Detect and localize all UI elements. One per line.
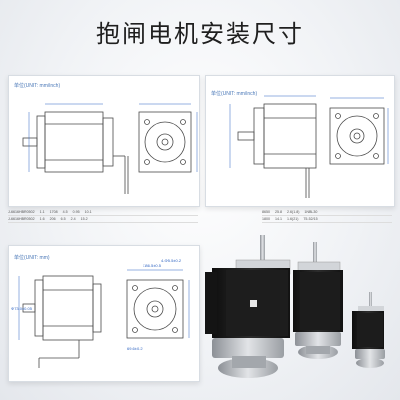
drawing-2-svg <box>229 95 389 198</box>
table-row: J-6616HBR0502 1.1 1708 4.5 0.95 10.1 <box>8 209 198 216</box>
drawing-panel-1: 单位(UNIT: mm/inch) <box>8 75 200 207</box>
drawing-panel-3: 单位(UNIT: mm) □86.5±0.5 <box>8 245 200 382</box>
dimension-label: □86.5±0.5 <box>143 263 162 268</box>
unit-label: 单位(UNIT: mm/inch) <box>211 91 258 97</box>
spec-table-left: J-6616HBR0502 1.1 1708 4.5 0.95 10.1 J-6… <box>8 209 198 223</box>
dimension-label: 69.6±0.2 <box>127 346 143 351</box>
unit-label: 单位(UNIT: mm/inch) <box>14 83 61 89</box>
drawing-3-svg: □86.5±0.5 69.6±0.2 4-Φ5.5±0.2 Φ73.0±0.05 <box>11 258 190 368</box>
page-title: 抱闸电机安装尺寸 <box>96 20 304 48</box>
table-row: J-6616HBR0502 1.6 206 6.5 2.4 15.2 <box>8 216 198 223</box>
brake-motor-medium <box>293 242 343 359</box>
dimension-label: Φ73.0±0.05 <box>11 306 33 311</box>
spec-table-right: 8650 25.8 2.6(1.8) 1NBL30 1800 14.1 1.6(… <box>262 209 392 223</box>
drawing-1-svg <box>22 103 198 194</box>
motor-shaft <box>260 235 265 273</box>
drawing-panel-2: 单位(UNIT: mm/inch) <box>205 75 395 207</box>
table-row: 8650 25.8 2.6(1.8) 1NBL30 <box>262 209 392 216</box>
motor-shaft <box>369 292 372 312</box>
brake-motor-large <box>205 235 291 378</box>
motor-shaft <box>313 242 317 270</box>
table-row: 1800 14.1 1.6(21) 75-52/15 <box>262 216 392 223</box>
brake-motor-small <box>352 292 385 368</box>
dimension-label: 4-Φ5.5±0.2 <box>161 258 182 263</box>
unit-label: 单位(UNIT: mm) <box>14 255 50 261</box>
